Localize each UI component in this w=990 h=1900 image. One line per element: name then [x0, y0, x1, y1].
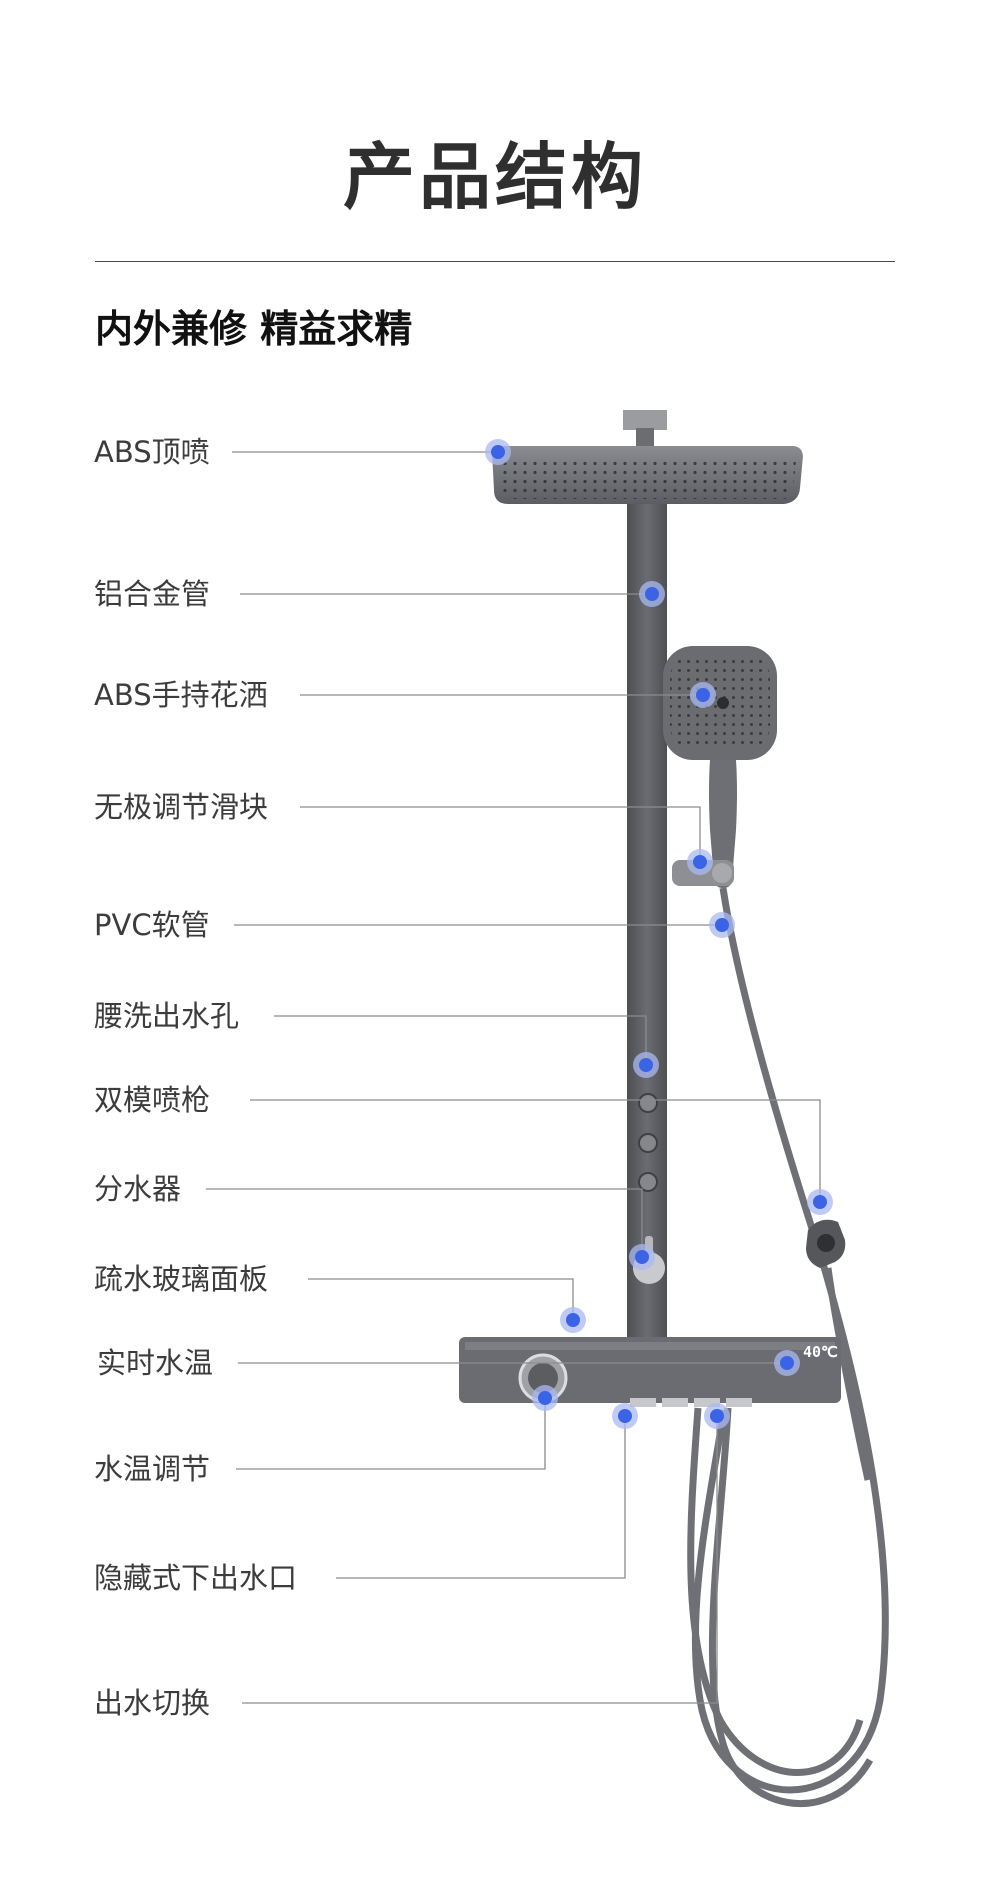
label-dual-mode-spray-gun: 双模喷枪 [94, 1083, 211, 1117]
leader-temperature-control [236, 1398, 546, 1470]
marker-temperature-control [532, 1385, 558, 1411]
page-title: 产品结构 [342, 135, 647, 219]
label-outlet-switch: 出水切换 [94, 1686, 211, 1720]
label-aluminum-pipe: 铝合金管 [94, 577, 211, 611]
label-hydrophobic-glass-panel: 疏水玻璃面板 [94, 1262, 269, 1296]
marker-diverter [629, 1244, 655, 1270]
leader-dual-mode-spray-gun [250, 1099, 821, 1202]
marker-dual-mode-spray-gun [807, 1189, 833, 1215]
leader-diverter [206, 1188, 643, 1257]
marker-aluminum-pipe [639, 581, 665, 607]
marker-dots [485, 439, 833, 1429]
aluminum-pipe-shape [627, 470, 667, 1338]
label-waist-jets: 腰洗出水孔 [94, 999, 240, 1033]
leader-hidden-bottom-outlet [336, 1416, 626, 1579]
leader-waist-jets [274, 1015, 647, 1065]
bottom-hose-right [708, 1407, 874, 1808]
page-subtitle: 内外兼修 精益求精 [95, 307, 413, 351]
title-divider [95, 261, 895, 262]
leader-stepless-slider [300, 806, 701, 862]
marker-realtime-temperature [774, 1350, 800, 1376]
marker-stepless-slider [687, 849, 713, 875]
marker-hydrophobic-glass-panel [560, 1307, 586, 1333]
temperature-display: 40℃ [803, 1343, 838, 1361]
leader-outlet-switch [242, 1416, 718, 1704]
label-hidden-bottom-outlet: 隐藏式下出水口 [94, 1561, 298, 1595]
marker-abs-hand-shower [690, 682, 716, 708]
product-illustration: 40℃ [459, 410, 889, 1808]
marker-pvc-hose [709, 912, 735, 938]
label-temperature-control: 水温调节 [94, 1452, 211, 1486]
marker-waist-jets [633, 1052, 659, 1078]
label-stepless-slider: 无极调节滑块 [94, 790, 269, 824]
marker-outlet-switch [704, 1403, 730, 1429]
hand-shower-handle-shape [709, 760, 737, 888]
label-pvc-hose: PVC软管 [94, 908, 210, 942]
label-diverter: 分水器 [94, 1172, 182, 1206]
outlet-buttons-shape [630, 1398, 752, 1407]
label-realtime-temperature: 实时水温 [97, 1346, 214, 1380]
leader-lines [206, 451, 821, 1704]
label-abs-hand-shower: ABS手持花洒 [94, 678, 268, 712]
marker-abs-rain-shower [485, 439, 511, 465]
label-abs-rain-shower: ABS顶喷 [94, 435, 210, 469]
waist-jets-shape [638, 1093, 658, 1192]
marker-hidden-bottom-outlet [612, 1403, 638, 1429]
leader-hydrophobic-glass-panel [308, 1278, 574, 1320]
top-bracket [623, 410, 667, 430]
